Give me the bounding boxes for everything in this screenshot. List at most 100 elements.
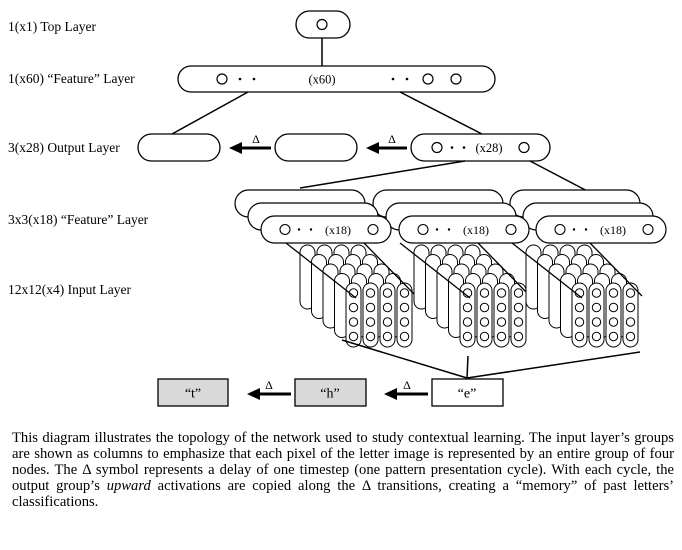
input-node: [348, 317, 359, 327]
feature-mid-group: (x18): [398, 215, 530, 244]
connection-line: [466, 351, 641, 379]
feature-mid-count: (x18): [325, 223, 351, 237]
input-node: [608, 317, 619, 327]
input-group: [399, 242, 531, 348]
ellipsis-dot: [572, 228, 576, 231]
input-node: [479, 317, 490, 327]
caption-text-end: activations are copied along the Δ trans…: [12, 478, 674, 510]
delta-symbol: Δ: [403, 378, 411, 392]
input-node: [496, 331, 507, 342]
input-node: [608, 288, 619, 298]
network-svg: (x60) (x28) Δ Δ (x18) (x18) (x18): [137, 10, 667, 407]
delta-symbol: Δ: [252, 132, 260, 146]
input-column: [396, 282, 413, 348]
input-node: [399, 331, 410, 342]
input-node: [625, 317, 636, 327]
connection-line: [341, 339, 468, 379]
delta-arrow-head: [229, 142, 242, 154]
input-column: [622, 282, 639, 348]
input-node: [513, 317, 524, 327]
feature-mid-node: [554, 223, 566, 236]
feature-top-node: [216, 73, 228, 85]
output-group-2: [274, 133, 358, 162]
letter-box-e: [431, 378, 504, 407]
input-layer-label: 12x12(x4) Input Layer: [8, 282, 131, 297]
input-column: [605, 282, 622, 348]
input-node: [348, 331, 359, 342]
input-node: [382, 288, 393, 298]
ellipsis-dot: [238, 77, 242, 81]
input-column: [571, 282, 588, 348]
input-node: [608, 302, 619, 313]
input-column: [379, 282, 396, 348]
feature-mid-group: (x18): [260, 215, 392, 244]
ellipsis-dot: [435, 228, 439, 231]
input-node: [479, 302, 490, 313]
input-columns: [285, 242, 643, 348]
ellipsis-dot: [462, 146, 466, 149]
output-group-3: [410, 133, 551, 162]
input-node: [591, 288, 602, 298]
input-node: [574, 317, 585, 327]
ellipsis-dot: [405, 77, 409, 81]
output-node: [518, 141, 530, 154]
ellipsis-dot: [584, 228, 588, 231]
input-node: [591, 331, 602, 342]
connection-line: [399, 91, 483, 135]
output-node: [431, 141, 443, 154]
feature-mid-count: (x18): [600, 223, 626, 237]
delta-arrow-head: [384, 388, 397, 400]
input-node: [496, 302, 507, 313]
feature-mid-count: (x18): [463, 223, 489, 237]
top-node: [316, 18, 328, 31]
connection-line: [285, 242, 357, 299]
input-node: [608, 331, 619, 342]
ellipsis-dot: [447, 228, 451, 231]
input-column: [476, 282, 493, 348]
feature-mid-node: [505, 223, 517, 236]
input-node: [382, 317, 393, 327]
feature-mid-groups: (x18) (x18) (x18): [234, 189, 667, 244]
feature-mid-node: [642, 223, 654, 236]
connection-line: [299, 160, 466, 189]
network-topology-diagram: 1(x1) Top Layer 1(x60) “Feature” Layer 3…: [8, 10, 667, 407]
feature-mid-node: [279, 223, 291, 236]
input-column: [362, 282, 379, 348]
connection-line: [477, 242, 531, 297]
letter-t: “t”: [185, 387, 201, 402]
input-node: [574, 302, 585, 313]
input-node: [513, 288, 524, 298]
output-layer-label: 3(x28) Output Layer: [8, 140, 120, 155]
input-node: [462, 317, 473, 327]
letter-box-t: [157, 378, 229, 407]
connection-line: [466, 355, 469, 379]
input-node: [479, 288, 490, 298]
input-node: [399, 302, 410, 313]
feature-top-count: (x60): [308, 73, 335, 87]
input-group: [285, 242, 417, 348]
input-group: [511, 242, 643, 348]
input-node: [513, 331, 524, 342]
input-node: [625, 288, 636, 298]
ellipsis-dot: [297, 228, 301, 231]
input-node: [479, 331, 490, 342]
input-node: [496, 288, 507, 298]
delta-symbol: Δ: [265, 378, 273, 392]
input-column: [493, 282, 510, 348]
connection-line: [511, 242, 583, 299]
ellipsis-dot: [309, 228, 313, 231]
input-column: [510, 282, 527, 348]
input-node: [513, 302, 524, 313]
connection-line: [589, 242, 643, 297]
ellipsis-dot: [391, 77, 395, 81]
letter-e: “e”: [458, 387, 477, 402]
letter-box-h: [294, 378, 367, 407]
input-node: [462, 331, 473, 342]
input-node: [625, 331, 636, 342]
input-node: [382, 331, 393, 342]
output-count: (x28): [475, 141, 502, 155]
input-node: [574, 331, 585, 342]
input-node: [382, 302, 393, 313]
input-node: [365, 331, 376, 342]
input-node: [462, 302, 473, 313]
